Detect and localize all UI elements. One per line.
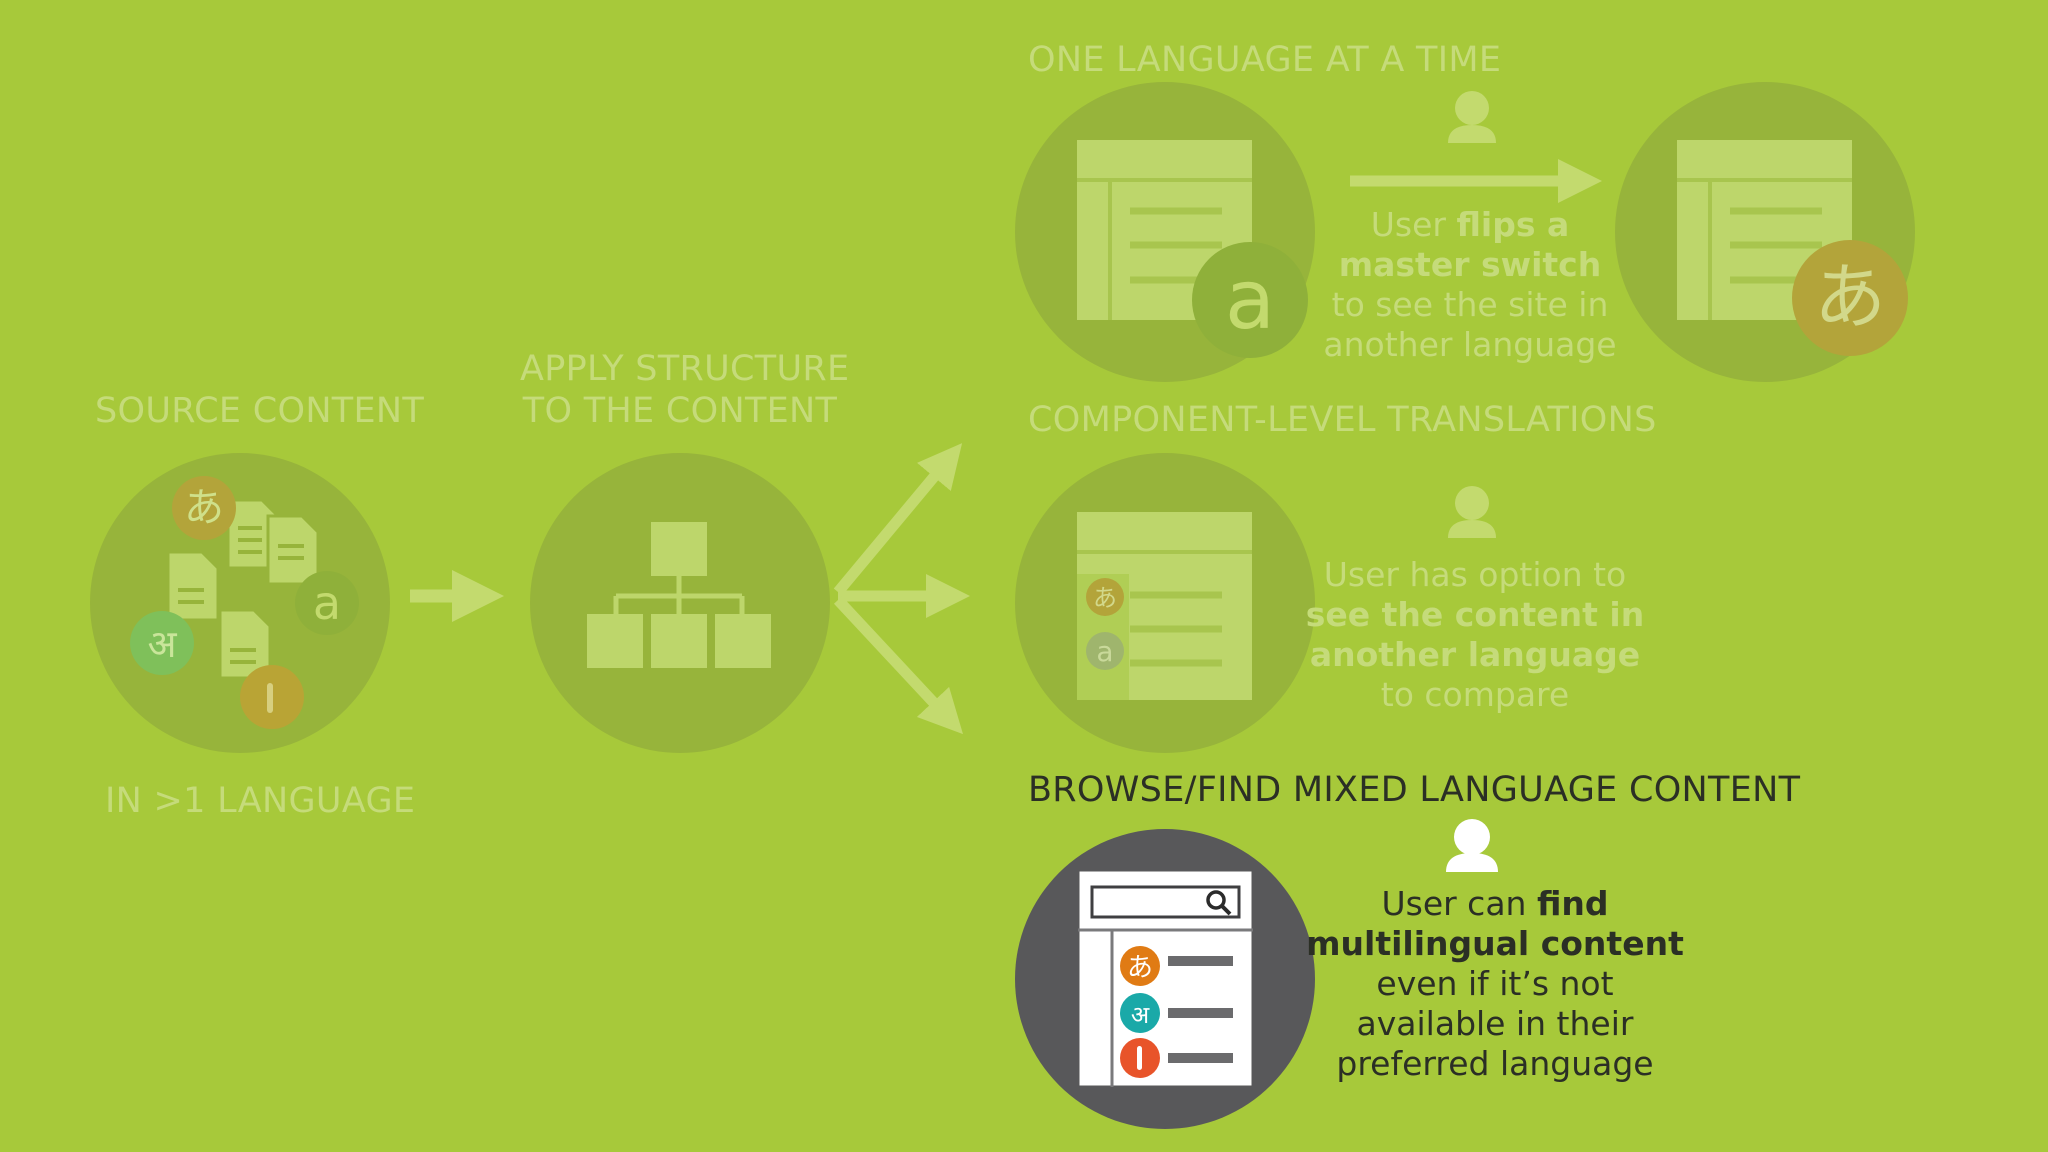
desc-text: to see the site in bbox=[1331, 285, 1609, 324]
desc-emphasis: another language bbox=[1309, 635, 1641, 674]
desc-text: User has option to bbox=[1323, 555, 1627, 594]
desc-text: User can bbox=[1381, 884, 1537, 923]
page-icon bbox=[1077, 140, 1252, 320]
browse-find-description: User can find multilingual content even … bbox=[1300, 884, 1690, 1084]
svg-text:あ: あ bbox=[1127, 953, 1153, 983]
document-icons bbox=[166, 498, 320, 680]
user-icon-bottom bbox=[1446, 819, 1498, 872]
search-page-panel: あ अ bbox=[1076, 868, 1255, 1089]
apply-structure-label-line1: APPLY STRUCTURE bbox=[520, 349, 850, 389]
desc-text: even if it’s not bbox=[1376, 964, 1614, 1003]
hiragana-glyph-small: あ bbox=[1093, 584, 1117, 612]
result-row-arabic bbox=[1120, 1038, 1233, 1078]
hiragana-glyph: あ bbox=[1814, 255, 1886, 339]
user-icon-top bbox=[1448, 91, 1496, 143]
desc-text: available in their bbox=[1356, 1004, 1634, 1043]
one-language-description: User flips a master switch to see the si… bbox=[1300, 205, 1640, 365]
one-language-label: ONE LANGUAGE AT A TIME bbox=[1028, 40, 1502, 80]
branch-arrows bbox=[833, 443, 970, 735]
search-icon bbox=[1206, 890, 1232, 916]
desc-emphasis: see the content in bbox=[1305, 595, 1645, 634]
apply-structure-label-line2: TO THE CONTENT bbox=[522, 391, 838, 431]
latin-badge: a bbox=[295, 571, 359, 635]
desc-emphasis: find bbox=[1536, 884, 1609, 923]
arabic-badge bbox=[240, 665, 304, 729]
structure-node bbox=[530, 453, 830, 753]
desc-text: preferred language bbox=[1336, 1044, 1654, 1083]
desc-emphasis: flips a bbox=[1456, 205, 1570, 244]
hiragana-badge bbox=[1792, 240, 1908, 356]
latin-badge-small bbox=[1086, 632, 1124, 670]
in-more-than-one-language-label: IN >1 LANGUAGE bbox=[105, 781, 416, 821]
hiragana-glyph: あ bbox=[184, 485, 224, 531]
desc-text: another language bbox=[1323, 325, 1617, 364]
desc-emphasis: master switch bbox=[1338, 245, 1602, 284]
browse-find-label: BROWSE/FIND MIXED LANGUAGE CONTENT bbox=[1028, 770, 1801, 810]
result-row-hiragana: あ bbox=[1120, 946, 1233, 986]
desc-text: User bbox=[1370, 205, 1457, 244]
hiragana-badge: あ bbox=[172, 476, 236, 540]
latin-glyph: a bbox=[1225, 253, 1275, 348]
component-level-label: COMPONENT-LEVEL TRANSLATIONS bbox=[1028, 400, 1657, 440]
component-level-node: あ a bbox=[1015, 453, 1315, 753]
browse-find-node: あ अ bbox=[1015, 829, 1315, 1129]
latin-glyph-small: a bbox=[1096, 635, 1113, 668]
result-row-devanagari: अ bbox=[1120, 993, 1233, 1033]
source-content-node: あ a अ bbox=[90, 453, 390, 753]
hiragana-badge-small bbox=[1086, 578, 1124, 616]
latin-badge bbox=[1192, 242, 1308, 358]
arabic-glyph bbox=[267, 683, 273, 713]
user-icon-middle bbox=[1448, 486, 1496, 538]
document-lines bbox=[178, 526, 304, 664]
one-language-node-left: a bbox=[1015, 82, 1315, 382]
source-content-label: SOURCE CONTENT bbox=[95, 391, 425, 431]
devanagari-badge: अ bbox=[130, 611, 194, 675]
desc-text: to compare bbox=[1380, 675, 1570, 714]
latin-glyph: a bbox=[313, 576, 341, 630]
one-language-node-right: あ bbox=[1615, 82, 1915, 382]
desc-emphasis: multilingual content bbox=[1306, 924, 1684, 963]
hierarchy-icon bbox=[587, 522, 771, 668]
devanagari-glyph: अ bbox=[147, 622, 177, 666]
component-level-description: User has option to see the content in an… bbox=[1300, 555, 1650, 715]
svg-text:अ: अ bbox=[1131, 1001, 1150, 1029]
